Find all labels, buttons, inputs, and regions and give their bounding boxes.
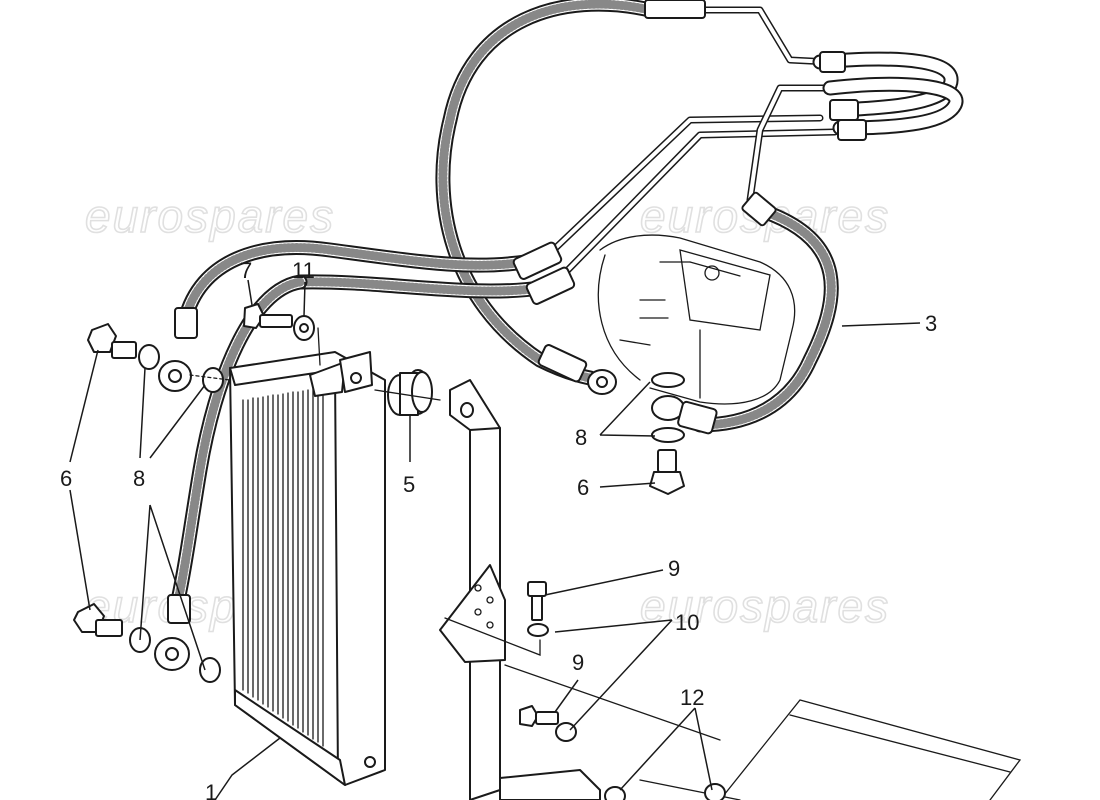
left-upper-fittings — [87, 323, 224, 393]
rubber-mount-5 — [387, 369, 433, 416]
callout-9-upper: 9 — [668, 556, 680, 581]
oil-cooler-radiator — [229, 351, 386, 786]
callout-8-left: 8 — [133, 466, 145, 491]
callout-5: 5 — [403, 472, 415, 497]
cooler-fins — [242, 387, 324, 747]
mounting-bracket — [439, 379, 601, 800]
bolt-7-and-washer-11 — [243, 303, 315, 341]
callout-9-lower: 9 — [572, 650, 584, 675]
left-lower-fittings — [73, 603, 221, 683]
callout-6-upper: 6 — [60, 466, 72, 491]
callout-12: 12 — [680, 685, 704, 710]
gearbox-housing — [597, 234, 796, 405]
callout-7: 7 — [240, 258, 252, 283]
callout-1: 1 — [205, 780, 217, 800]
callout-6-lower: 6 — [577, 475, 589, 500]
callout-3: 3 — [925, 311, 937, 336]
watermark-top-left: eurospares — [85, 190, 335, 242]
hose-assembly-3 — [692, 202, 839, 433]
rigid-oil-pipes — [541, 6, 839, 282]
assembly-guide-lines — [189, 327, 721, 741]
cooler-to-gearbox-hoses — [167, 240, 576, 624]
watermark-bottom-right: eurospares — [640, 580, 890, 632]
callout-11: 11 — [292, 258, 315, 283]
callout-10: 10 — [675, 610, 699, 635]
upper-hose-loops — [644, 0, 964, 227]
callout-leaders — [69, 279, 921, 800]
bolts-9-washers-10 — [519, 581, 726, 800]
callout-labels: 6 8 7 11 5 3 8 6 9 10 9 12 1 — [60, 258, 937, 800]
gearbox-banjo-fitting — [537, 344, 718, 495]
callout-8-right: 8 — [575, 425, 587, 450]
